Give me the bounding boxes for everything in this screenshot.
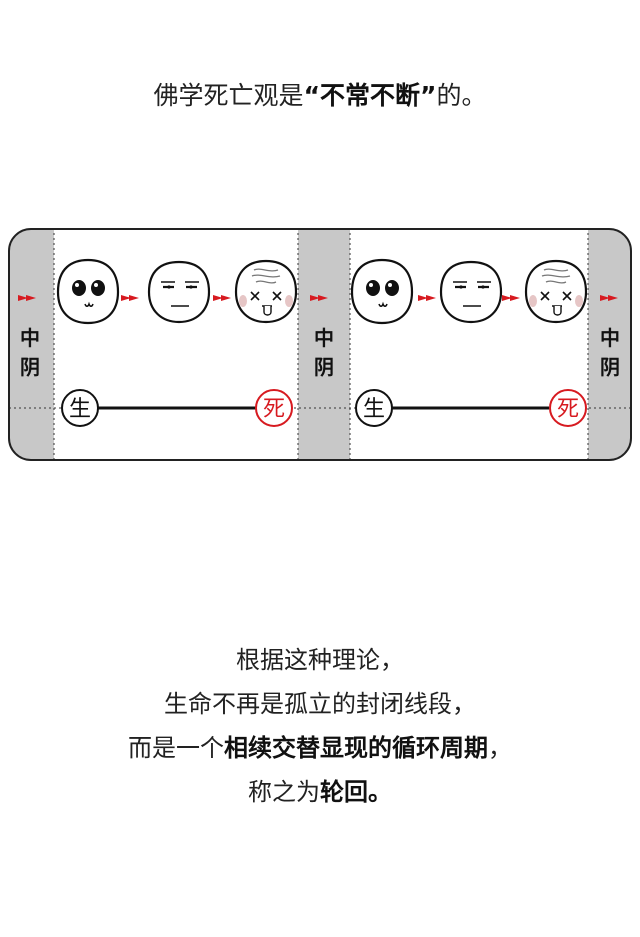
arrow-icon	[502, 295, 520, 301]
arrow-icon	[310, 295, 328, 301]
bardo-label-bottom-left: 阴	[20, 355, 40, 379]
arrow-icon	[121, 295, 139, 301]
birth-label: 生	[363, 397, 385, 422]
bardo-label-top-right: 中	[600, 326, 620, 350]
para-line-4-bold: 轮回。	[320, 778, 392, 806]
bardo-label-bottom-middle: 阴	[314, 355, 334, 379]
bardo-label-top-left: 中	[20, 326, 40, 350]
bardo-band-left	[9, 229, 54, 460]
para-line-3-prefix: 而是一个	[128, 734, 224, 762]
old-dead-face-icon	[524, 259, 588, 324]
para-line-3-bold: 相续交替显现的循环周期	[224, 734, 488, 762]
birth-circle	[355, 389, 393, 427]
page-title: 佛学死亡观是“不常不断”的。	[0, 76, 640, 116]
para-line-4: 称之为轮回。	[0, 770, 640, 814]
para-line-3: 而是一个相续交替显现的循环周期，	[0, 726, 640, 770]
explanation-paragraph: 根据这种理论， 生命不再是孤立的封闭线段， 而是一个相续交替显现的循环周期， 称…	[0, 638, 640, 814]
reincarnation-diagram: 中 阴 中 阴 中 阴	[8, 228, 632, 461]
death-label: 死	[263, 397, 285, 422]
para-line-3-suffix: ，	[488, 734, 512, 762]
young-face-icon	[350, 258, 414, 325]
bardo-label-bottom-right: 阴	[600, 355, 620, 379]
young-face-icon	[56, 258, 120, 325]
title-suffix: 的。	[436, 81, 487, 110]
arrow-icon	[18, 295, 36, 301]
bardo-band-middle	[298, 229, 350, 460]
death-circle	[255, 389, 293, 427]
para-line-4-prefix: 称之为	[248, 778, 320, 806]
bardo-band-right	[588, 229, 631, 460]
title-emphasis: “不常不断”	[303, 81, 437, 110]
birth-label: 生	[69, 397, 91, 422]
para-line-2: 生命不再是孤立的封闭线段，	[164, 690, 476, 718]
para-line-1: 根据这种理论，	[236, 646, 404, 674]
death-label: 死	[557, 397, 579, 422]
title-prefix: 佛学死亡观是	[153, 81, 304, 110]
red-arrows	[18, 295, 618, 301]
bardo-label-top-middle: 中	[314, 326, 334, 350]
arrow-icon	[600, 295, 618, 301]
old-dead-face-icon	[234, 259, 298, 324]
middle-aged-face-icon	[147, 260, 211, 324]
death-circle	[549, 389, 587, 427]
arrow-icon	[418, 295, 436, 301]
middle-aged-face-icon	[439, 260, 503, 324]
arrow-icon	[213, 295, 231, 301]
birth-circle	[61, 389, 99, 427]
